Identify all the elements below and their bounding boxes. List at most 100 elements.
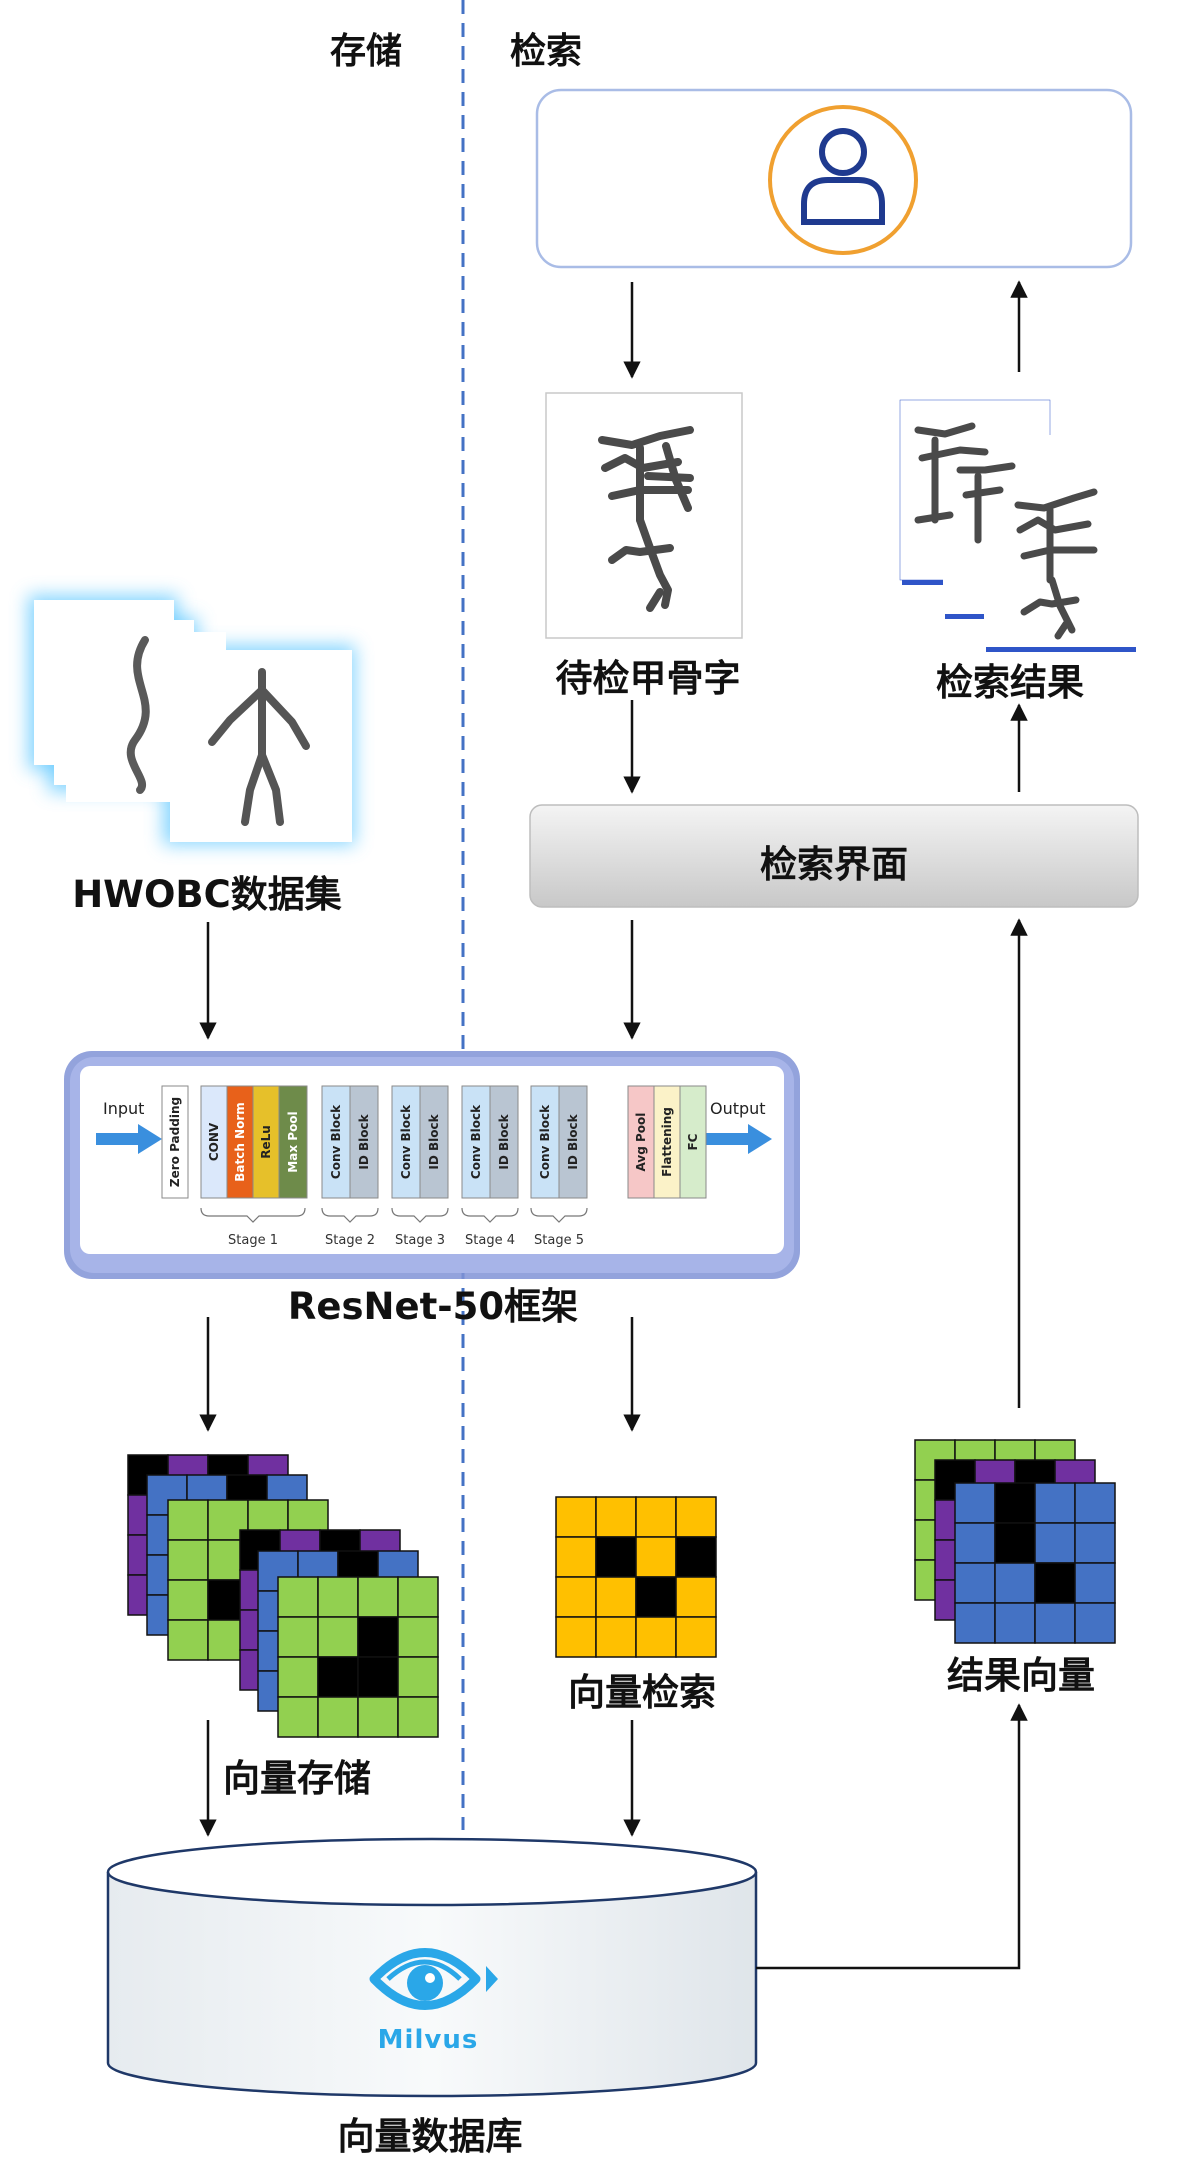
grid-cell <box>555 1536 597 1578</box>
grid-cell <box>1034 1602 1076 1644</box>
grid-cell <box>1074 1562 1116 1604</box>
resnet-layer-label: Zero Padding <box>168 1097 182 1187</box>
resnet-layer-label: Conv Block <box>399 1104 413 1179</box>
resnet-layer-relu <box>252 1085 280 1199</box>
resnet-layer-label: ID Block <box>427 1113 441 1169</box>
stage-bracket <box>321 1207 379 1223</box>
stage-bracket <box>200 1207 306 1223</box>
query-oracle-char-image <box>545 392 743 639</box>
grid-cell <box>954 1482 996 1524</box>
grid-cell <box>595 1616 637 1658</box>
grid-cell <box>397 1616 439 1658</box>
resnet-layer-id-block <box>419 1085 449 1199</box>
grid-cell <box>994 1602 1036 1644</box>
resnet-layer-label: FC <box>686 1133 700 1150</box>
resnet-layer-fc <box>679 1085 707 1199</box>
grid-cell <box>1034 1522 1076 1564</box>
grid-cell <box>555 1616 597 1658</box>
grid-cell <box>167 1539 209 1581</box>
stage-label: Stage 5 <box>534 1233 584 1248</box>
resnet-layer-label: ID Block <box>497 1113 511 1169</box>
stage-label: Stage 1 <box>228 1233 278 1248</box>
resnet-output-label: Output <box>710 1099 766 1118</box>
grid-cell <box>994 1522 1036 1564</box>
resnet-layer-id-block <box>558 1085 588 1199</box>
stage-label: Stage 3 <box>395 1233 445 1248</box>
grid-cell <box>954 1522 996 1564</box>
resnet-layer-id-block <box>489 1085 519 1199</box>
input-arrow-icon <box>96 1124 162 1154</box>
grid-cell <box>595 1576 637 1618</box>
result-vector-label: 结果向量 <box>947 1654 1095 1697</box>
grid-cell <box>357 1616 399 1658</box>
resnet-layer-label: ReLu <box>259 1125 273 1159</box>
output-arrow-icon <box>706 1124 772 1154</box>
grid-cell <box>635 1616 677 1658</box>
retrieval-interface-box[interactable] <box>529 804 1139 908</box>
grid-cell <box>675 1536 717 1578</box>
grid-cell <box>357 1696 399 1738</box>
grid-cell <box>277 1696 319 1738</box>
grid-cell <box>167 1579 209 1621</box>
resnet-layer-label: Conv Block <box>538 1104 552 1179</box>
grid-cell <box>635 1496 677 1538</box>
grid-cell <box>555 1576 597 1618</box>
grid-cell <box>1074 1482 1116 1524</box>
result-vector-grids <box>914 1439 1116 1644</box>
stored-vectors-grids <box>127 1454 439 1738</box>
resnet-layer-conv-block <box>391 1085 421 1199</box>
resnet-layer-id-block <box>349 1085 379 1199</box>
resnet-layer-zero-padding <box>161 1085 189 1199</box>
grid-cell <box>277 1616 319 1658</box>
grid-cell <box>317 1656 359 1698</box>
grid-cell <box>397 1696 439 1738</box>
storage-header: 存储 <box>329 31 403 72</box>
grid-cell <box>595 1496 637 1538</box>
flow-arrows <box>199 280 1028 1970</box>
grid-cell <box>635 1576 677 1618</box>
grid-cell <box>635 1536 677 1578</box>
vector-store-label: 向量存储 <box>223 1757 371 1800</box>
stage-bracket <box>461 1207 519 1223</box>
resnet-layer-flattening <box>653 1085 681 1199</box>
resnet-input-label: Input <box>103 1099 144 1118</box>
vector-db-label: 向量数据库 <box>337 2115 523 2158</box>
stage-label: Stage 4 <box>465 1233 515 1248</box>
grid-cell <box>675 1616 717 1658</box>
milvus-logo-text: Milvus <box>378 2025 479 2055</box>
resnet-layer-label: Max Pool <box>286 1111 300 1172</box>
grid-cell <box>675 1496 717 1538</box>
vector-database-cylinder: Milvus <box>106 1837 758 2098</box>
grid-cell <box>994 1562 1036 1604</box>
stage-bracket <box>391 1207 449 1223</box>
stage-label: Stage 2 <box>325 1233 375 1248</box>
grid-cell <box>167 1499 209 1541</box>
grid-cell <box>675 1576 717 1618</box>
retrieval-interface-label[interactable]: 检索界面 <box>760 843 908 886</box>
stage-bracket <box>530 1207 588 1223</box>
grid-cell <box>994 1482 1036 1524</box>
resnet-layer-label: Flattening <box>660 1107 674 1177</box>
resnet-layer-label: Avg Pool <box>634 1113 648 1172</box>
resnet-layer-label: Conv Block <box>469 1104 483 1179</box>
query-char-label: 待检甲骨字 <box>555 657 741 700</box>
results-stack <box>899 399 1136 652</box>
grid-cell <box>167 1619 209 1661</box>
milvus-logo-icon <box>369 1948 498 2010</box>
grid-cell <box>1074 1522 1116 1564</box>
grid-cell <box>555 1496 597 1538</box>
grid-cell <box>397 1576 439 1618</box>
grid-cell <box>397 1656 439 1698</box>
resnet-layer-conv-block <box>321 1085 351 1199</box>
grid-cell <box>1034 1482 1076 1524</box>
grid-cell <box>277 1576 319 1618</box>
grid-cell <box>357 1576 399 1618</box>
grid-cell <box>1074 1602 1116 1644</box>
resnet-layer-label: Batch Norm <box>233 1102 247 1182</box>
resnet-layer-avg-pool <box>627 1085 655 1199</box>
grid-cell <box>954 1562 996 1604</box>
resnet-layer-label: ID Block <box>357 1113 371 1169</box>
grid-cell <box>595 1536 637 1578</box>
resnet-layer-label: ID Block <box>566 1113 580 1169</box>
